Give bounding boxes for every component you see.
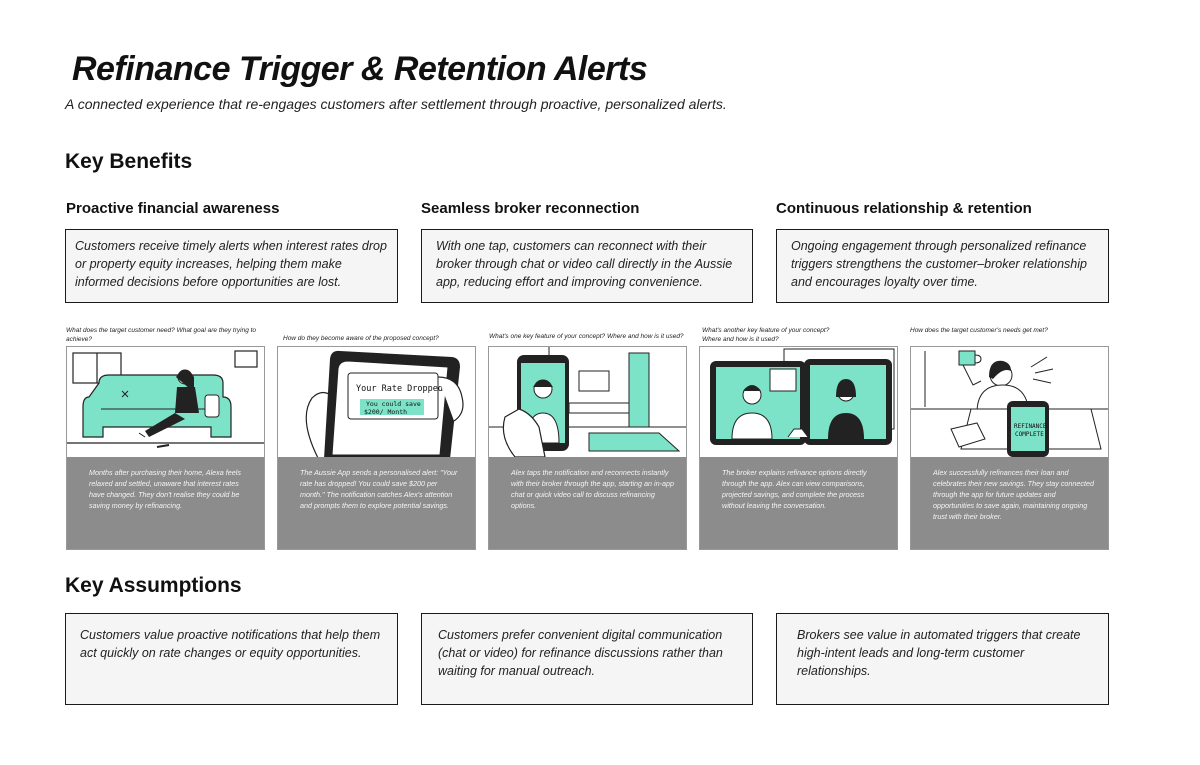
key-assumptions-heading: Key Assumptions [65, 574, 242, 597]
benefit-box-reconnection: With one tap, customers can reconnect wi… [421, 229, 753, 303]
benefit-text: Ongoing engagement through personalized … [791, 239, 1087, 289]
assumption-box-notifications: Customers value proactive notifications … [65, 613, 398, 705]
relaxing-on-sofa-illustration [67, 350, 264, 448]
alert-line2-text: $200/ Month [364, 408, 407, 416]
screen-line2-text: COMPLETE [1015, 431, 1044, 438]
panel-caption: The broker explains refinance options di… [700, 457, 897, 549]
panel-question: What's one key feature of your concept? … [489, 333, 684, 340]
broker-video-call-illustration [710, 348, 895, 445]
panel-question: What does the target customer need? What… [66, 327, 257, 343]
panel-caption: Months after purchasing their home, Alex… [67, 457, 264, 549]
benefit-text: With one tap, customers can reconnect wi… [436, 239, 733, 289]
alert-line1-text: You could save [366, 400, 421, 408]
assumption-text: Brokers see value in automated triggers … [797, 628, 1081, 678]
storyboard-panel-2: Your Rate Dropped! You could save $200/ … [277, 346, 476, 550]
assumption-box-brokers: Brokers see value in automated triggers … [776, 613, 1109, 705]
screen-line1-text: REFINANCE [1014, 423, 1047, 430]
assumption-text: Customers value proactive notifications … [80, 628, 381, 660]
page-title: Refinance Trigger & Retention Alerts [72, 50, 648, 88]
storyboard-panel-3: Alex taps the notification and reconnect… [488, 346, 687, 550]
refinance-complete-illustration: REFINANCE COMPLETE [911, 350, 1108, 457]
panel-question: What's another key feature of your conce… [702, 327, 830, 343]
benefit-title-awareness: Proactive financial awareness [66, 200, 280, 217]
panel-caption: Alex successfully refinances their loan … [911, 457, 1108, 549]
storyboard-panel-5: REFINANCE COMPLETE Alex successfully ref… [910, 346, 1109, 550]
benefit-box-retention: Ongoing engagement through personalized … [776, 229, 1109, 303]
page-subtitle: A connected experience that re-engages c… [65, 96, 727, 112]
panel-question: How does the target customer's needs get… [910, 327, 1048, 334]
benefit-box-awareness: Customers receive timely alerts when int… [65, 229, 398, 303]
assumption-box-digital: Customers prefer convenient digital comm… [421, 613, 753, 705]
storyboard-panel-1: Months after purchasing their home, Alex… [66, 346, 265, 550]
storyboard-panel-4: The broker explains refinance options di… [699, 346, 898, 550]
key-benefits-heading: Key Benefits [65, 150, 193, 173]
alert-title-text: Your Rate Dropped! [356, 384, 448, 394]
panel-caption: Alex taps the notification and reconnect… [489, 457, 686, 549]
benefit-text: Customers receive timely alerts when int… [75, 239, 387, 289]
video-call-phone-illustration [489, 347, 686, 458]
panel-question: How do they become aware of the proposed… [283, 335, 439, 342]
benefit-title-retention: Continuous relationship & retention [776, 200, 1032, 217]
panel-caption: The Aussie App sends a personalised aler… [278, 457, 475, 549]
assumption-text: Customers prefer convenient digital comm… [438, 628, 723, 678]
benefit-title-reconnection: Seamless broker reconnection [421, 200, 640, 217]
phone-alert-illustration: Your Rate Dropped! You could save $200/ … [305, 350, 464, 458]
